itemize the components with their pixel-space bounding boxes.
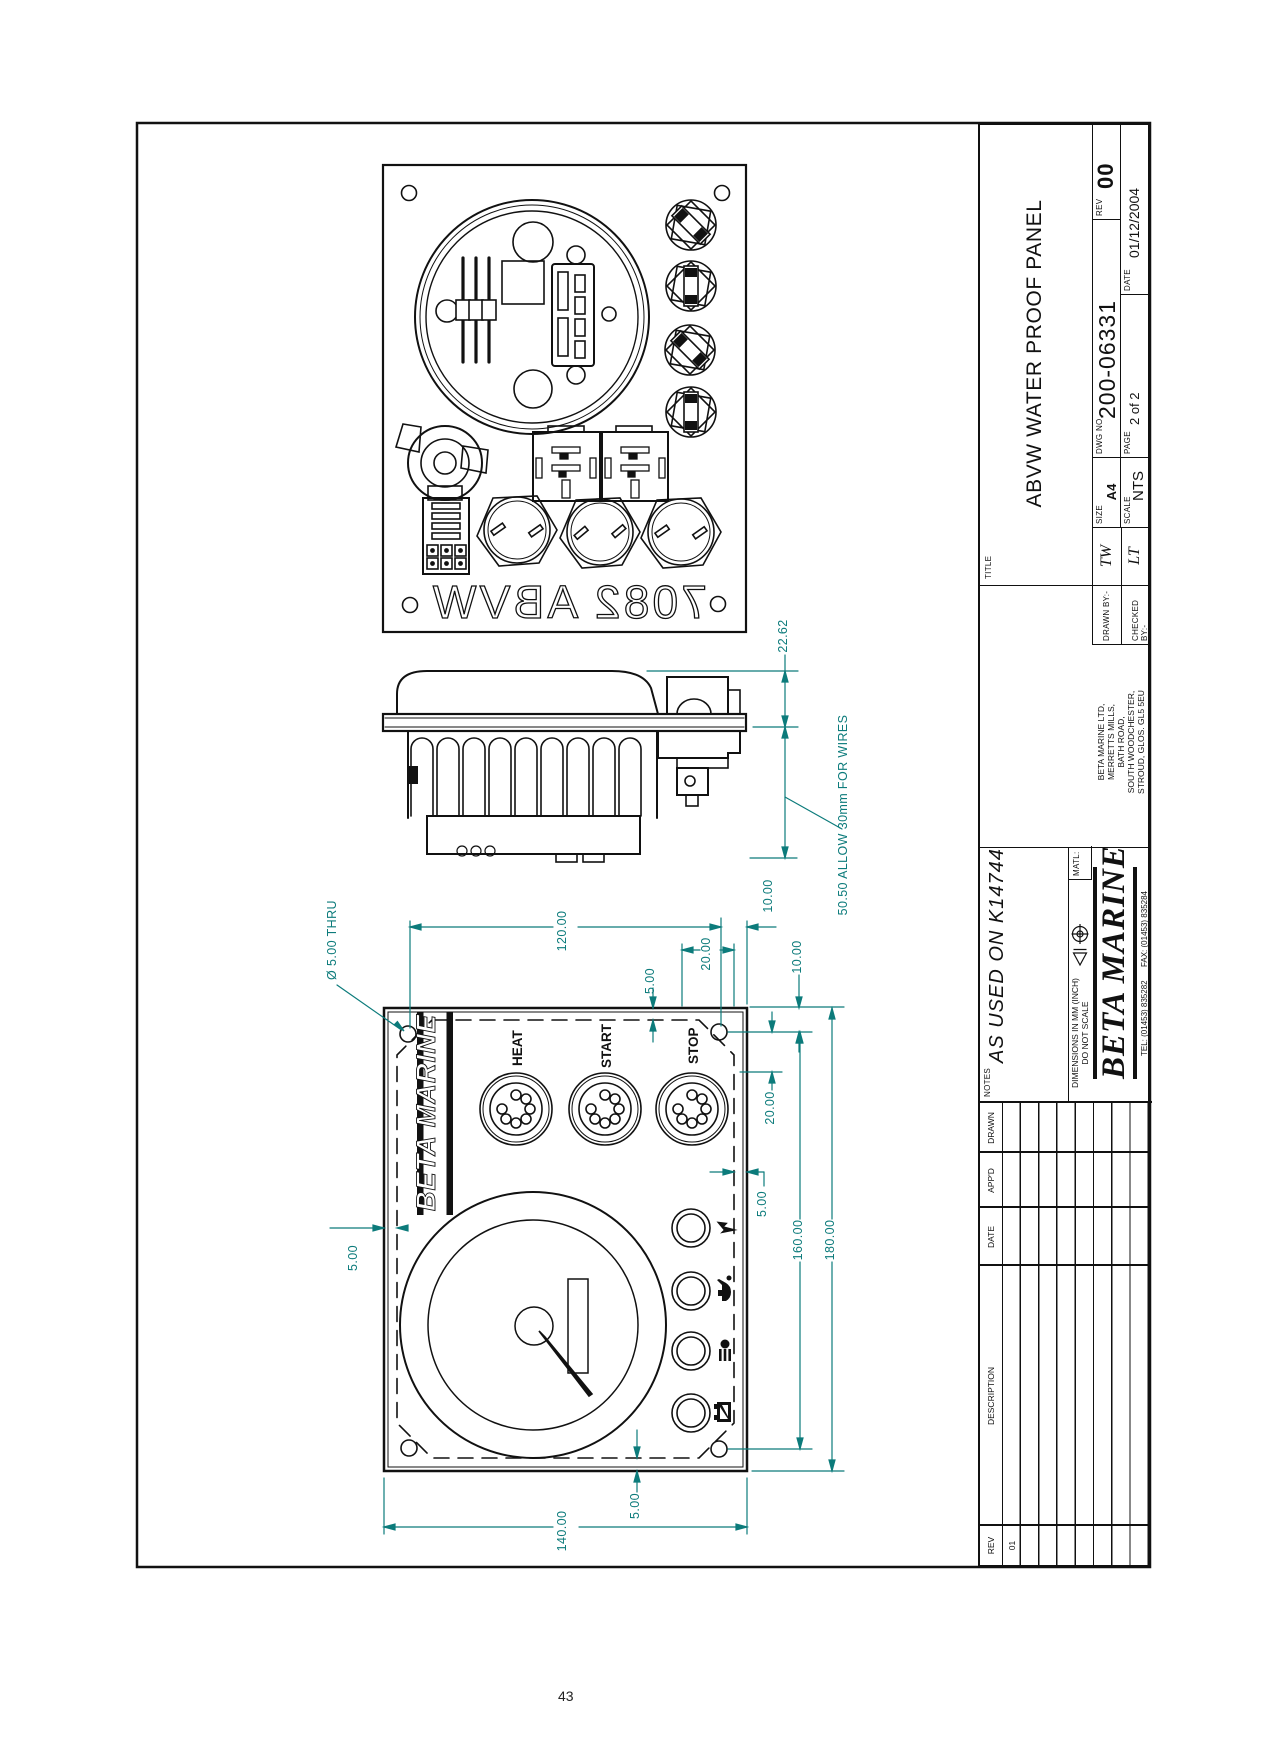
dim-120: 120.00: [555, 911, 569, 952]
drawn-by-label: DRAWN BY:-: [1102, 590, 1111, 641]
rev-value: 00: [1093, 162, 1118, 189]
battery-icon: [714, 1402, 731, 1422]
keyswitch-back: [394, 423, 489, 575]
button-label-stop: STOP: [686, 1027, 701, 1064]
appd-col-header: APP'D: [986, 1168, 996, 1193]
drawn-checked-values: TW LT: [1092, 527, 1148, 586]
revision-table-rows: [1002, 1103, 1149, 1565]
notes-label: NOTES: [983, 1067, 992, 1097]
dim-5b: 5.00: [628, 1493, 642, 1519]
dim-20a: 20.00: [699, 937, 713, 970]
dwg-no-label: DWG NO.: [1095, 415, 1104, 454]
tachometer: [399, 1191, 667, 1459]
address-box: BETA MARINE LTD, MERRETTS MILLS, BATH RO…: [980, 645, 1148, 848]
rev-box: REV 00: [1092, 123, 1120, 220]
rev-label: REV: [1095, 198, 1104, 216]
dimension-note-line2: DO NOT SCALE: [1079, 1001, 1090, 1065]
third-angle-projection-icon: [1071, 924, 1089, 967]
sheet-frame: [135, 121, 1152, 1569]
drawn-checked-labels: DRAWN BY:- CHECKED BY:-: [1092, 585, 1149, 645]
date-col-header: DATE: [986, 1225, 996, 1249]
telfax-line: TEL: (01453) 835282 FAX: (01453) 835284: [1140, 891, 1149, 1056]
description-col-header: DESCRIPTION: [986, 1366, 996, 1426]
dim-5t: 5.00: [643, 968, 657, 994]
dwg-no-box: DWG NO. 200-06331: [1092, 220, 1120, 458]
address-line: STROUD, GLOS. GL5 5EU: [1136, 690, 1146, 794]
size-value: A4: [1103, 483, 1119, 501]
address-line: BETA MARINE LTD,: [1096, 703, 1106, 781]
size-box: SIZE A4: [1092, 458, 1120, 528]
checked-by-value: LT: [1126, 547, 1143, 565]
title-label: TITLE: [984, 555, 993, 579]
page-number: 43: [558, 1688, 574, 1704]
dim-160: 160.00: [791, 1220, 805, 1261]
matl-box: MATL:: [1069, 846, 1092, 880]
button-label-start: START: [599, 1023, 614, 1068]
panel-cutout-dashed: [396, 1019, 735, 1459]
charge-warning-icon: [716, 1221, 738, 1234]
front-view: BETA MARINE HEAT START STOP: [382, 1006, 749, 1473]
address-line: SOUTH WOODCHESTER,: [1126, 690, 1136, 794]
dimensions: [329, 654, 845, 1535]
scale-box: SCALE NTS: [1120, 458, 1148, 528]
dim-hole: Ø 5.00 THRU: [325, 900, 339, 980]
drawn-col-header: DRAWN: [986, 1112, 996, 1144]
preheat-icon: [719, 1339, 731, 1361]
page-label: PAGE: [1123, 431, 1132, 454]
address-line: MERRETTS MILLS,: [1106, 703, 1116, 781]
drawn-by-value: TW: [1093, 527, 1122, 585]
dim-2262: 22.62: [776, 619, 790, 652]
dim-180: 180.00: [823, 1220, 837, 1261]
dim-5l: 5.00: [346, 1245, 360, 1271]
title-box: TITLE ABVW WATER PROOF PANEL: [980, 123, 1092, 586]
rev-col-header: REV: [986, 1536, 996, 1555]
round-connectors: [476, 495, 722, 569]
notes-text: AS USED ON K14744: [986, 848, 1008, 1063]
relays: [532, 425, 669, 502]
dim-5r: 5.00: [755, 1191, 769, 1217]
dimension-texts: Ø 5.00 THRU 120.00 10.00 20.00 5.00 10.0…: [325, 619, 850, 1551]
drawing-title: ABVW WATER PROOF PANEL: [1023, 199, 1046, 508]
date-label: DATE: [1123, 269, 1132, 291]
matl-label: MATL:: [1072, 851, 1081, 876]
oil-pressure-icon: [717, 1275, 732, 1301]
dim-140: 140.00: [555, 1511, 569, 1552]
panel-logo-text: BETA MARINE: [411, 1014, 441, 1211]
logo-bottom-bar: [1133, 867, 1137, 1079]
dim-5050: 50.50 ALLOW 30mm FOR WIRES: [836, 715, 850, 916]
beta-marine-logo: BETA MARINE: [1096, 845, 1132, 1079]
dim-20b: 20.00: [763, 1091, 777, 1124]
side-view: [381, 670, 748, 863]
dim-10b: 10.00: [790, 940, 804, 973]
back-marking-text: 7082 ABVW: [429, 576, 707, 628]
title-block-strip: REV DESCRIPTION DATE APP'D DRAWN 01 NOTE…: [978, 123, 1152, 1567]
notes-box: NOTES AS USED ON K14744: [980, 848, 1069, 1103]
revision-table: REV DESCRIPTION DATE APP'D DRAWN 01: [980, 1103, 1149, 1565]
scale-value: NTS: [1129, 471, 1147, 501]
date-box: DATE 01/12/2004: [1120, 123, 1148, 295]
date-value: 01/12/2004: [1126, 187, 1142, 258]
back-view: 7082 ABVW: [381, 163, 748, 634]
page-value: 2 of 2: [1127, 392, 1142, 425]
standards-logo-box: DIMENSIONS IN MM (INCH) DO NOT SCALE MAT…: [1069, 845, 1152, 1103]
dwg-no-value: 200-06331: [1094, 300, 1120, 419]
checked-by-label: CHECKED BY:-: [1131, 599, 1149, 641]
indicator-lights: [671, 1208, 711, 1433]
button-label-heat: HEAT: [510, 1029, 525, 1066]
dim-10a: 10.00: [761, 879, 775, 912]
address-line: BATH ROAD,: [1116, 716, 1126, 768]
push-buttons: [479, 1072, 729, 1146]
button-backs: [664, 199, 717, 438]
rev-01-cell: 01: [1007, 1540, 1017, 1551]
page-box: PAGE 2 of 2: [1120, 295, 1148, 458]
